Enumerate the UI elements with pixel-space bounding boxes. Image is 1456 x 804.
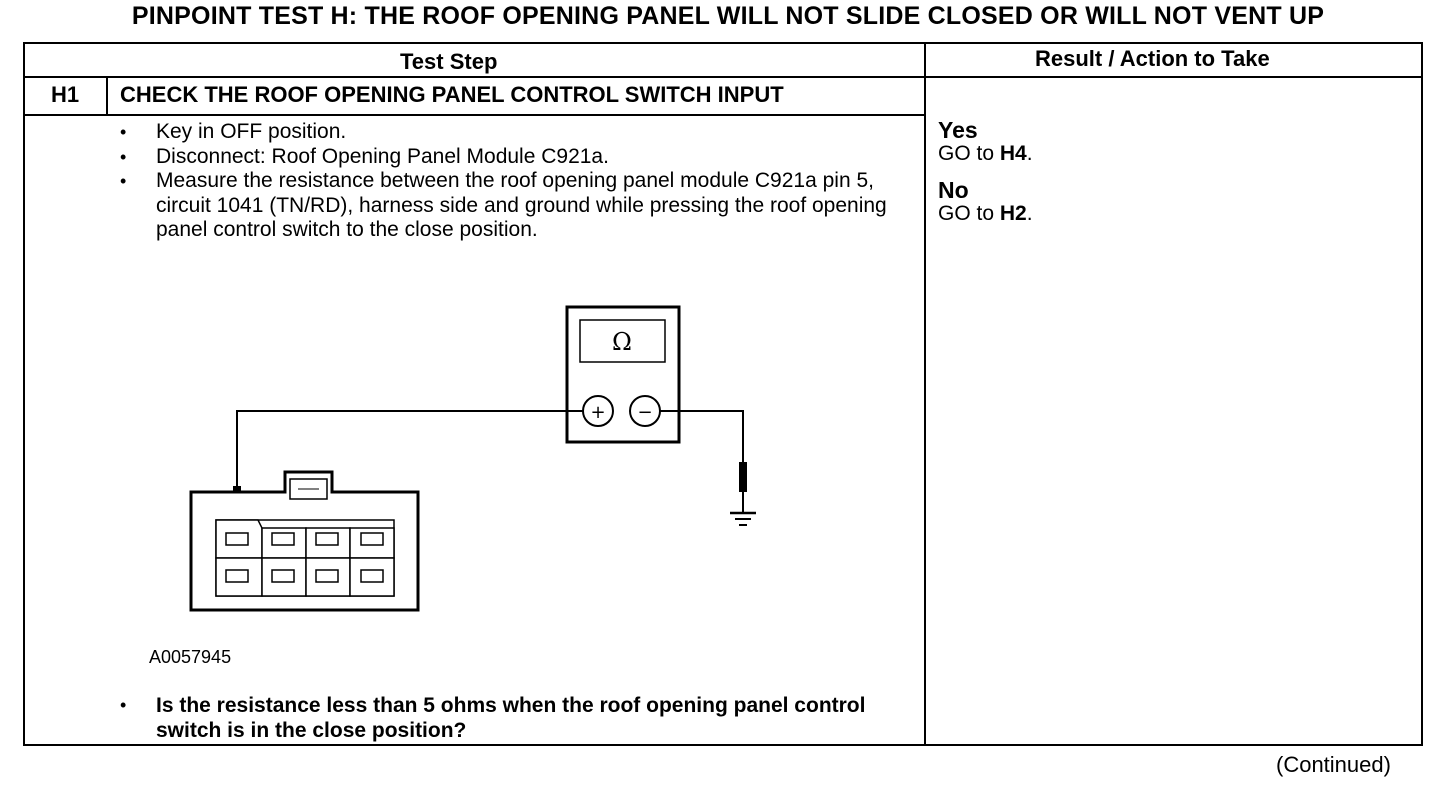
positive-lead: [236, 410, 583, 488]
figure-id: A0057945: [149, 647, 232, 667]
test-table: [23, 42, 1423, 746]
result-link-h4[interactable]: H4: [999, 142, 1027, 165]
negative-terminal-label: −: [637, 402, 652, 423]
instruction-item: • Disconnect: Roof Opening Panel Module C…: [116, 145, 906, 170]
instruction-list: • Key in OFF position. • Disconnect: Roof …: [116, 120, 906, 243]
instruction-item: • Key in OFF position.: [116, 120, 906, 145]
question-text: Is the resistance less than 5 ohms when …: [156, 694, 866, 742]
bullet-icon: •: [120, 171, 127, 191]
negative-lead: [660, 410, 744, 462]
bullet-icon: •: [120, 122, 127, 142]
result-answer: No: [938, 177, 969, 203]
step-id: H1: [50, 82, 80, 107]
step-row-divider: [23, 114, 925, 116]
instruction-text: Disconnect: Roof Opening Panel Module C9…: [156, 144, 609, 168]
result-action: GO to H4.: [938, 142, 1033, 165]
instruction-text: Key in OFF position.: [156, 120, 347, 143]
result-answer: Yes: [938, 117, 978, 143]
header-divider: [23, 76, 1423, 78]
instruction-item: • Measure the resistance between the roof…: [116, 169, 906, 243]
result-yes: Yes GO to H4.: [938, 118, 1033, 166]
ohmmeter-display: [579, 319, 666, 363]
header-result-action: Result / Action to Take: [1035, 46, 1270, 71]
positive-terminal-label: +: [590, 402, 605, 423]
connector-pins: [215, 519, 395, 597]
page-title: PINPOINT TEST H: THE ROOF OPENING PANEL …: [131, 2, 1325, 30]
result-action: GO to H2.: [938, 202, 1033, 225]
step-question: • Is the resistance less than 5 ohms whe…: [116, 693, 906, 743]
result-link-h2[interactable]: H2: [999, 202, 1027, 225]
result-no: No GO to H2.: [938, 178, 1033, 226]
column-divider: [924, 42, 926, 746]
ohm-symbol-icon: Ω: [612, 328, 632, 356]
step-id-divider: [106, 77, 108, 115]
instruction-text: Measure the resistance between the roof …: [156, 169, 887, 241]
negative-probe-tip: [739, 462, 747, 492]
bullet-icon: •: [120, 695, 127, 715]
continued-label: (Continued): [1276, 752, 1391, 777]
bullet-icon: •: [120, 146, 127, 167]
header-test-step: Test Step: [400, 49, 498, 74]
step-title: CHECK THE ROOF OPENING PANEL CONTROL SWI…: [120, 82, 784, 107]
